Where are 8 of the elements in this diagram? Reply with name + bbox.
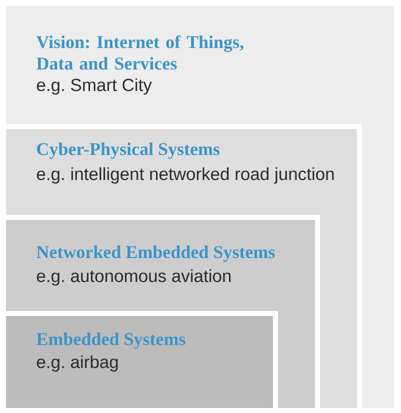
heading: Embedded Systems — [36, 332, 186, 349]
example-text: e.g. autonomous aviation — [36, 269, 231, 286]
heading: Vision: Internet of Things, Data and Services — [36, 35, 244, 70]
example-text: e.g. intelligent networked road junction — [36, 167, 334, 184]
example-text: e.g. airbag — [36, 355, 118, 372]
heading: Cyber-Physical Systems — [37, 142, 220, 159]
example-text: e.g. Smart City — [36, 78, 152, 95]
heading: Networked Embedded Systems — [36, 246, 275, 262]
